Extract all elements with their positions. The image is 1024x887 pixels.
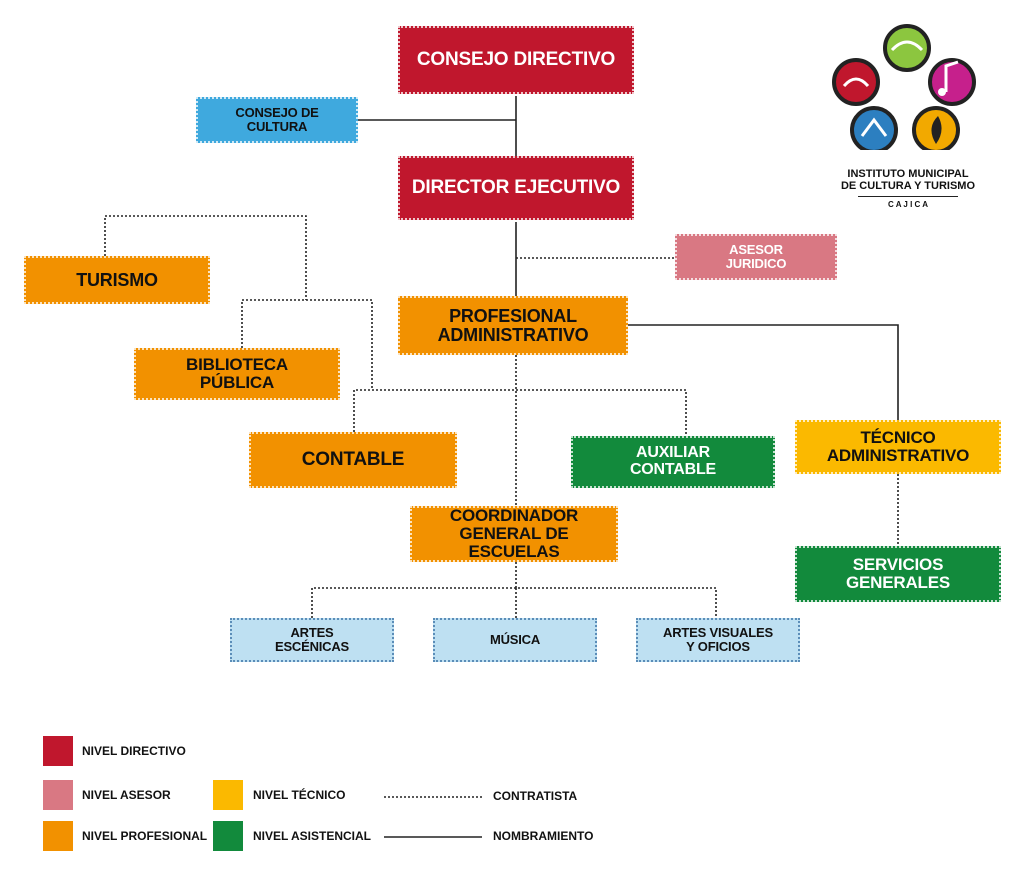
logo-title-line2: DE CULTURA Y TURISMO: [840, 180, 976, 192]
legend-label-asistencial: NIVEL ASISTENCIAL: [253, 829, 372, 843]
logo-circle-magenta: [928, 58, 976, 106]
institute-logo: [832, 24, 976, 150]
node-artes-escenicas: ARTES ESCÉNICAS: [230, 618, 394, 662]
legend-swatch-asesor: [43, 780, 73, 810]
legend-swatch-directivo: [43, 736, 73, 766]
node-turismo: TURISMO: [24, 256, 210, 304]
line-profesional-tecnico: [628, 324, 899, 420]
node-servicios-generales: SERVICIOS GENERALES: [795, 546, 1001, 602]
node-profesional-administrativo: PROFESIONAL ADMINISTRATIVO: [398, 296, 628, 355]
node-tecnico-administrativo: TÉCNICO ADMINISTRATIVO: [795, 420, 1001, 474]
legend-swatch-asistencial: [213, 821, 243, 851]
legend-label-directivo: NIVEL DIRECTIVO: [82, 744, 186, 758]
logo-divider: [858, 196, 958, 197]
logo-circle-red: [832, 58, 880, 106]
node-director-ejecutivo: DIRECTOR EJECUTIVO: [398, 156, 634, 220]
legend-swatch-profesional: [43, 821, 73, 851]
legend-label-tecnico: NIVEL TÉCNICO: [253, 788, 346, 802]
legend-label-profesional: NIVEL PROFESIONAL: [82, 829, 208, 843]
logo-circle-green: [883, 24, 931, 72]
legend-label-contratista: CONTRATISTA: [493, 789, 578, 803]
line-biblioteca-branch: [241, 299, 373, 390]
legend-swatch-tecnico: [213, 780, 243, 810]
node-consejo-cultura: CONSEJO DE CULTURA: [196, 97, 358, 143]
line-turismo-branch: [104, 215, 307, 300]
node-contable: CONTABLE: [249, 432, 457, 488]
logo-title-line1: INSTITUTO MUNICIPAL: [847, 168, 969, 180]
legend-label-asesor: NIVEL ASESOR: [82, 788, 171, 802]
node-consejo-directivo: CONSEJO DIRECTIVO: [398, 26, 634, 94]
node-asesor-juridico: ASESOR JURIDICO: [675, 234, 837, 280]
logo-town: C A J I C A: [887, 200, 928, 209]
legend-label-nombramiento: NOMBRAMIENTO: [493, 829, 594, 843]
node-biblioteca-publica: BIBLIOTECA PÚBLICA: [134, 348, 340, 400]
node-artes-visuales: ARTES VISUALES Y OFICIOS: [636, 618, 800, 662]
node-auxiliar-contable: AUXILIAR CONTABLE: [571, 436, 775, 488]
node-musica: MÚSICA: [433, 618, 597, 662]
line-escuelas-bar: [311, 587, 717, 618]
logo-circle-blue: [850, 106, 898, 150]
line-contable-auxiliar: [353, 389, 687, 436]
node-coordinador-escuelas: COORDINADOR GENERAL DE ESCUELAS: [410, 506, 618, 562]
